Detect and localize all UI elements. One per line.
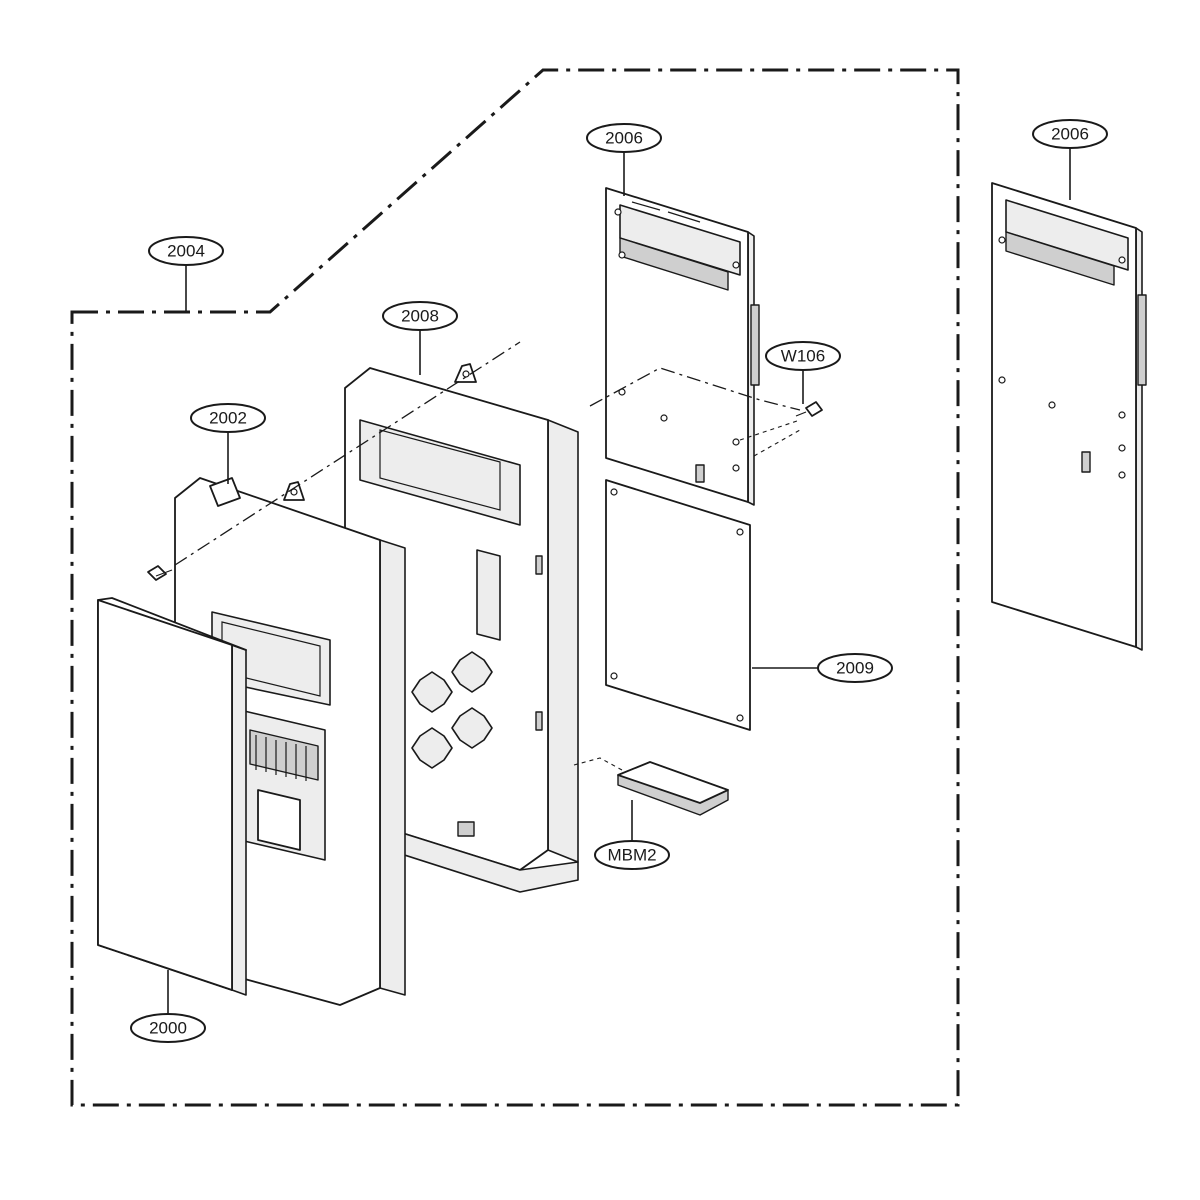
callout-2004-text: 2004 bbox=[167, 242, 205, 261]
callout-mbm2-text: MBM2 bbox=[607, 846, 656, 865]
callout-2000: 2000 bbox=[130, 1013, 206, 1043]
callout-2006-b: 2006 bbox=[1032, 119, 1108, 149]
assembly-lines bbox=[174, 341, 801, 771]
part-pcb-assembly-alt bbox=[991, 182, 1147, 651]
callout-2000-text: 2000 bbox=[149, 1019, 187, 1038]
part-insulation-sheet bbox=[605, 479, 751, 731]
callout-2009: 2009 bbox=[817, 653, 893, 683]
callout-2006-a-text: 2006 bbox=[605, 129, 643, 148]
part-screw bbox=[795, 401, 823, 417]
callout-w106-text: W106 bbox=[781, 347, 825, 366]
callout-2004: 2004 bbox=[148, 236, 224, 266]
callout-w106: W106 bbox=[765, 341, 841, 371]
callout-2002: 2002 bbox=[190, 403, 266, 433]
callout-2009-text: 2009 bbox=[836, 659, 874, 678]
part-module bbox=[617, 761, 729, 816]
callout-2006-a: 2006 bbox=[586, 123, 662, 153]
part-pcb-assembly bbox=[605, 187, 760, 506]
callout-2008: 2008 bbox=[382, 301, 458, 331]
assembly-boundary bbox=[70, 68, 960, 1107]
callout-mbm2: MBM2 bbox=[594, 840, 670, 870]
callout-2006-b-text: 2006 bbox=[1051, 125, 1089, 144]
part-front-panel bbox=[97, 597, 247, 996]
callout-2002-text: 2002 bbox=[209, 409, 247, 428]
callout-2008-text: 2008 bbox=[401, 307, 439, 326]
